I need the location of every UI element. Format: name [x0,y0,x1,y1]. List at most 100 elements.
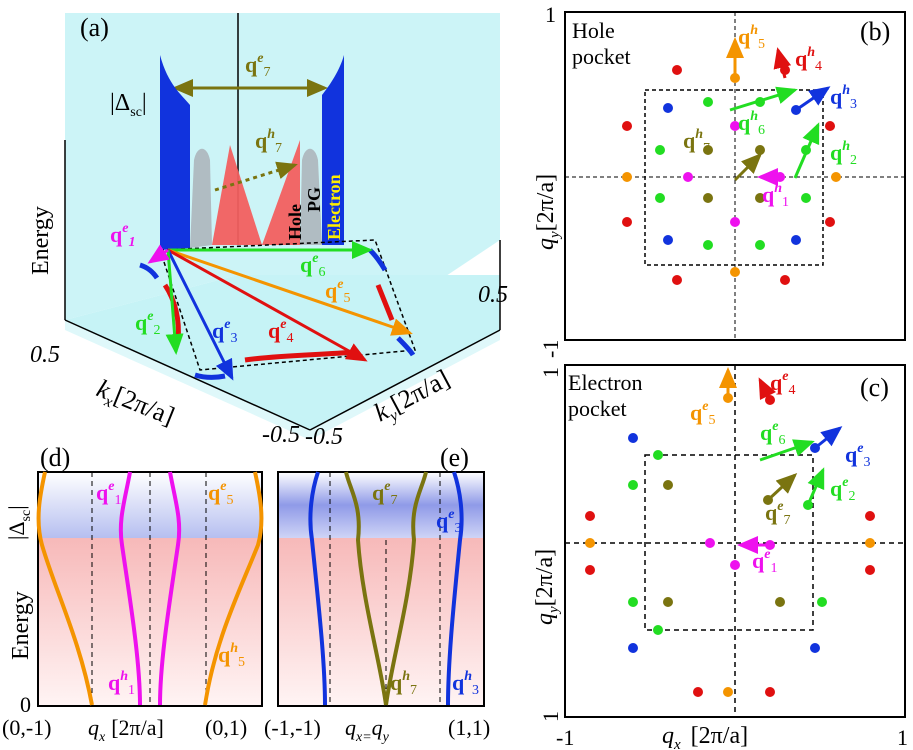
panel-d-label: (d) [40,443,70,472]
panel-e-xright: (1,1) [448,715,490,740]
energy-axis-label: Energy [28,206,54,275]
q-point [628,597,638,607]
q-point [780,275,790,285]
panel-c-xlabel: qx[2π/a] [662,723,748,750]
qe1-label: qe1 [110,221,135,250]
floor-front [65,320,500,440]
panel-c-ylabel: qy[2π/a] [532,549,562,625]
q-point [622,217,632,227]
panel-a: (a) Energy |Δsc| Hole PG Electron kx[2π/… [28,13,508,450]
qe6-label-c: qe6 [760,419,785,448]
panel-b-tick-top: 1 [545,2,556,27]
tick-ky-05: 0.5 [478,282,508,308]
tick-kx-05: 0.5 [30,342,60,368]
qh7-label: qh7 [255,127,282,156]
qh1-label-d: qh1 [108,669,135,698]
qh4-label: qh4 [795,45,822,74]
hole-text: Hole [285,204,305,240]
q-point [703,145,713,155]
q-point [775,597,785,607]
q-point [723,687,733,697]
qe2-label-c: qe2 [830,475,855,504]
qe1-label-d: qe1 [96,479,121,508]
qe7-label-c: qe7 [765,499,790,528]
q-point [705,538,715,548]
qh7-label-e: qh7 [390,669,417,698]
pg-peak-left [190,148,212,248]
qh3-label-e: qh3 [452,669,479,698]
delta-sc-label: |Δsc| [110,90,147,120]
dots-c [585,393,875,697]
q-point [655,193,665,203]
panel-d-energy: Energy [8,591,34,660]
electron-peak-left [160,55,190,250]
q-point [663,235,673,245]
fermi-square [158,239,417,371]
panel-c-title-2: pocket [568,396,627,421]
qe2-label: qe2 [135,309,160,338]
q-point [730,560,740,570]
panel-c-bz [644,454,814,631]
q-point [730,267,740,277]
tick-kx-m05: -0.5 [262,422,300,448]
q-point [865,565,875,575]
q-point [683,172,693,182]
panel-d-zero: 0 [20,692,31,717]
qh5-label: qh5 [738,23,765,52]
qh6-label: qh6 [738,109,765,138]
q-point [703,97,713,107]
panel-c-tick-right: 1 [897,725,908,750]
panel-b-tick-bottom: -1 [538,340,563,358]
q-point [865,538,875,548]
q-point [831,172,841,182]
panel-c: (c) Electron pocket qy[2π/a] qx[2π/a] 1 … [532,364,908,750]
q-point [622,172,632,182]
kx-axis-label: kx[2π/a] [91,374,178,435]
q-point [801,193,811,203]
q-point [703,193,713,203]
qe3-label-e: qe3 [436,507,461,536]
qe3-label-c: qe3 [845,441,870,470]
q-point [663,597,673,607]
panel-a-label: (a) [80,13,109,42]
panel-d-xleft: (0,-1) [2,715,51,740]
panel-b: (b) Hole pocket qy[2π/a] 1 -1 qh5 qh4 qh… [533,2,906,358]
qe4-label-c: qe4 [770,369,795,398]
panel-d-xright: (0,1) [205,715,247,740]
panel-e-xleft: (-1,-1) [264,715,321,740]
q-point [693,687,703,697]
panel-e-xmid: qx=qy [345,715,390,745]
q-point [865,511,875,521]
q-point [663,480,673,490]
q-point [585,511,595,521]
q-point [791,235,801,245]
panel-e-label: (e) [440,443,469,472]
hole-cone-left [212,145,262,245]
q-point [765,687,775,697]
panel-d-xmid: qx[2π/a] [88,715,164,745]
panel-b-label: (b) [860,17,890,46]
q-point [585,565,595,575]
q-point [628,480,638,490]
panel-d: (d) |Δsc| Energy 0 (0,-1) qx[2π/a] (0,1)… [2,443,264,745]
panel-c-tick-bottom: 1 [538,711,563,722]
q-point [653,450,663,460]
electron-peak-right [322,55,344,245]
q-point [730,121,740,131]
q-point [703,240,713,250]
panel-e: (e) (-1,-1) qx=qy (1,1) qe7 qe3 qh7 qh3 [264,443,490,745]
q-point [585,538,595,548]
qe7-label-e: qe7 [372,479,397,508]
pg-peak-right [300,148,322,245]
q-point [825,217,835,227]
panel-c-tick-top: 1 [538,367,563,378]
q-point [755,145,765,155]
panel-e-frame [277,471,485,707]
pg-text: PG [304,187,324,212]
q-point [810,643,820,653]
q-point [755,193,765,203]
panel-d-delta: |Δsc| [4,505,34,540]
panel-c-tick-left: -1 [556,725,574,750]
qe7-label: qe7 [245,51,270,80]
